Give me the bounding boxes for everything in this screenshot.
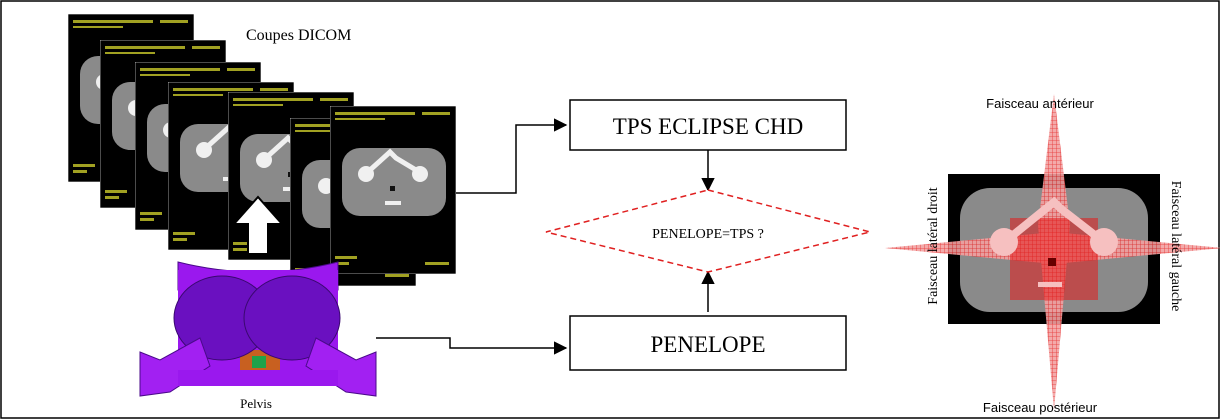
penelope-label: PENELOPE bbox=[651, 332, 766, 357]
pelvis-phantom bbox=[139, 261, 377, 397]
right-femoral-head bbox=[1090, 228, 1118, 256]
comparison-label: PENELOPE=TPS ? bbox=[652, 227, 764, 242]
left-femoral-head bbox=[990, 228, 1018, 256]
comparison-diamond bbox=[545, 189, 871, 273]
sacrum bbox=[1038, 282, 1062, 287]
posterior-beam-label: Faisceau postérieur bbox=[983, 400, 1098, 415]
pelvis-to-penelope-arrow bbox=[376, 337, 568, 355]
up-arrow-icon bbox=[231, 195, 285, 255]
pelvis-label: Pelvis bbox=[240, 396, 272, 411]
right-lateral-beam-label: Faisceau latéral droit bbox=[926, 187, 941, 305]
tps-box bbox=[569, 99, 847, 151]
pelvic-bone bbox=[1009, 196, 1099, 240]
dicom-slice-front bbox=[330, 106, 456, 274]
dicom-to-tps-arrow bbox=[456, 118, 568, 194]
penelope-box bbox=[569, 315, 847, 371]
tps-label: TPS ECLIPSE CHD bbox=[613, 114, 803, 139]
anterior-beam-label: Faisceau antérieur bbox=[986, 96, 1094, 111]
left-lateral-beam-label: Faisceau latéral gauche bbox=[1168, 181, 1183, 312]
dicom-label: Coupes DICOM bbox=[246, 27, 351, 44]
beam-view bbox=[885, 94, 1220, 410]
target-marker bbox=[1048, 258, 1056, 266]
